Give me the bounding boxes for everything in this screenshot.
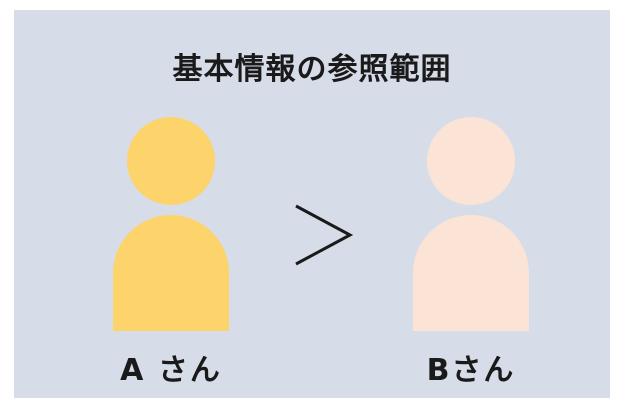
person-b-head-icon — [427, 117, 515, 205]
person-b-label: Bさん — [426, 353, 516, 388]
person-a-head-icon — [127, 117, 215, 205]
greater-than-symbol — [292, 202, 354, 273]
person-a-body-icon — [113, 215, 229, 331]
diagram-panel: 基本情報の参照範囲 A さん Bさん — [14, 10, 610, 398]
person-b-body-icon — [413, 215, 529, 331]
person-a-label: A さん — [120, 353, 222, 388]
diagram-title: 基本情報の参照範囲 — [172, 52, 452, 87]
greater-than-icon — [295, 204, 354, 266]
